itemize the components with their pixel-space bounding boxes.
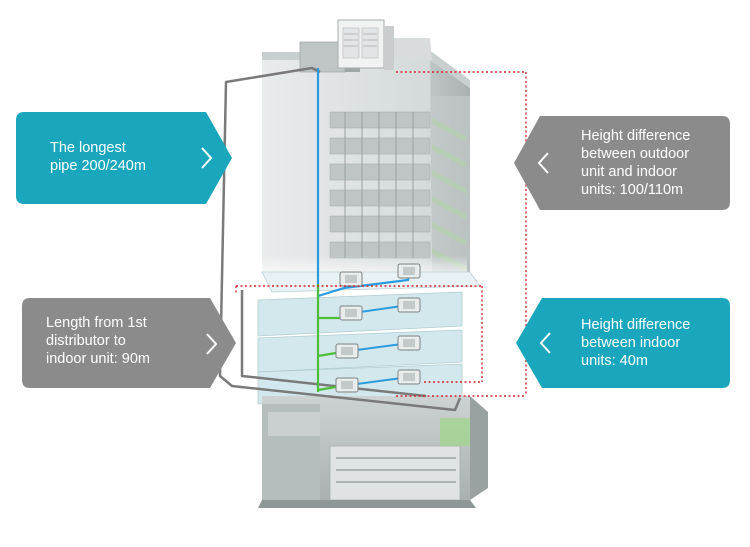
chevron-left-icon — [537, 152, 549, 174]
cassette-indoor-unit-icon — [397, 369, 421, 385]
cassette-indoor-unit-icon — [397, 297, 421, 313]
outdoor-unit-icon — [337, 19, 394, 70]
callout-length-first-distributor-box — [22, 298, 236, 388]
callout-height-indoor-line-3: units: 40m — [581, 353, 648, 369]
window-mullions — [344, 112, 414, 258]
cassette-indoor-unit-icon — [335, 377, 359, 393]
upper-tower — [262, 38, 470, 275]
cassette-indoor-unit-icon — [339, 271, 363, 287]
cassette-indoor-unit-icon — [397, 263, 421, 279]
callout-height-outdoor-indoor: Height difference between outdoor unit a… — [514, 116, 730, 210]
callout-height-indoor-line-1: Height difference — [581, 317, 690, 333]
callout-length-line-2: distributor to — [46, 333, 126, 349]
callout-height-outdoor-indoor-box — [514, 116, 730, 210]
callout-length-line-1: Length from 1st — [46, 315, 147, 331]
window-bands — [329, 111, 431, 259]
callout-longest-pipe: The longest pipe 200/240m — [16, 112, 232, 204]
cassette-indoor-unit-icon — [397, 335, 421, 351]
callout-height-outdoor-line-1: Height difference — [581, 128, 690, 144]
callout-height-outdoor-line-2: between outdoor — [581, 146, 689, 162]
callout-longest-pipe-box — [16, 112, 232, 204]
callout-length-first-distributor: Length from 1st distributor to indoor un… — [22, 298, 236, 388]
chevron-right-icon — [206, 333, 218, 355]
cassette-indoor-unit-icon — [335, 343, 359, 359]
callout-longest-pipe-line-2: pipe 200/240m — [50, 158, 146, 174]
chevron-right-icon — [201, 147, 213, 169]
long-pipe-route — [218, 66, 462, 412]
callout-height-indoor-line-2: between indoor — [581, 335, 680, 351]
cassette-indoor-unit-icon — [339, 305, 363, 321]
indoor-units — [335, 263, 421, 393]
callout-height-indoor-indoor-box — [516, 298, 730, 388]
floor-slabs — [257, 271, 481, 405]
podium-base — [258, 396, 488, 508]
callout-height-outdoor-line-4: units: 100/110m — [581, 182, 683, 198]
callout-height-indoor-indoor: Height difference between indoor units: … — [516, 298, 730, 388]
chevron-left-icon — [539, 332, 551, 354]
callout-length-line-3: indoor unit: 90m — [46, 351, 150, 367]
callout-longest-pipe-line-1: The longest — [50, 140, 126, 156]
callout-height-outdoor-line-3: unit and indoor — [581, 164, 677, 180]
